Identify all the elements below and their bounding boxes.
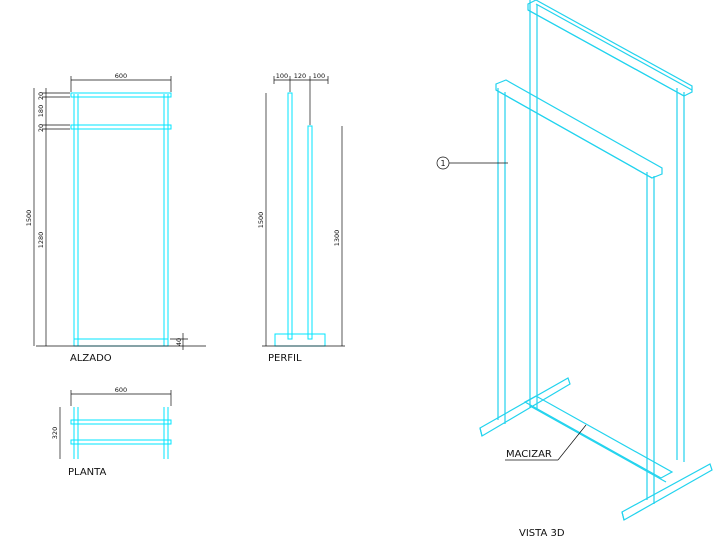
iso-right-base-runner [621, 463, 713, 521]
perfil-tall-post [287, 92, 293, 340]
iso-front-top-bar [495, 79, 663, 179]
alzado-base-label: 40 [175, 338, 183, 346]
iso-front-top-bar-edge [495, 89, 653, 179]
macizar-leader [557, 424, 587, 461]
planta-depth-label: 320 [51, 427, 59, 439]
perfil-title: PERFIL [268, 353, 302, 364]
iso-back-top-bar-edge [527, 9, 685, 97]
planta-view: 600 320 PLANTA [51, 386, 172, 478]
alzado-second-bar [70, 124, 172, 130]
iso-center-beam [523, 395, 674, 479]
iso-center-beam-edge [529, 405, 667, 483]
iso-left-base-end [479, 427, 483, 437]
planta-width-label: 600 [115, 386, 127, 394]
perfil-short-post [307, 125, 313, 340]
iso-right-base-end [621, 511, 625, 521]
iso-back-top-bar [527, 0, 693, 97]
planta-title: PLANTA [68, 467, 106, 478]
perfil-h1-label: 1500 [257, 212, 265, 229]
perfil-d2-label: 120 [294, 72, 306, 80]
alzado-top-20b-label: 20 [37, 124, 45, 132]
alzado-view: 600 1500 20 180 20 1280 40 ALZADO [25, 72, 206, 364]
vista3d-view: 1 MACIZAR VISTA 3D [436, 0, 713, 539]
planta-bar-bottom [70, 439, 172, 445]
callout-number-1: 1 [440, 159, 445, 168]
alzado-title: ALZADO [70, 353, 112, 364]
alzado-base [73, 338, 169, 347]
iso-back-top-bar-edge2 [535, 3, 693, 91]
alzado-top-bar [70, 92, 172, 98]
perfil-d3-label: 100 [313, 72, 325, 80]
perfil-h2-label: 1300 [333, 230, 341, 247]
alzado-width-label: 600 [115, 72, 127, 80]
alzado-total-height-label: 1500 [25, 210, 33, 227]
macizar-label: MACIZAR [506, 449, 552, 460]
perfil-base [274, 333, 326, 347]
alzado-lower-height-label: 1280 [37, 232, 45, 249]
alzado-top-180-label: 180 [37, 105, 45, 117]
perfil-view: 100 120 100 1500 1300 PERFIL [257, 72, 345, 364]
vista3d-title: VISTA 3D [519, 528, 565, 539]
planta-bar-top [70, 419, 172, 425]
perfil-d1-label: 100 [276, 72, 288, 80]
alzado-top-20a-label: 20 [37, 92, 45, 100]
